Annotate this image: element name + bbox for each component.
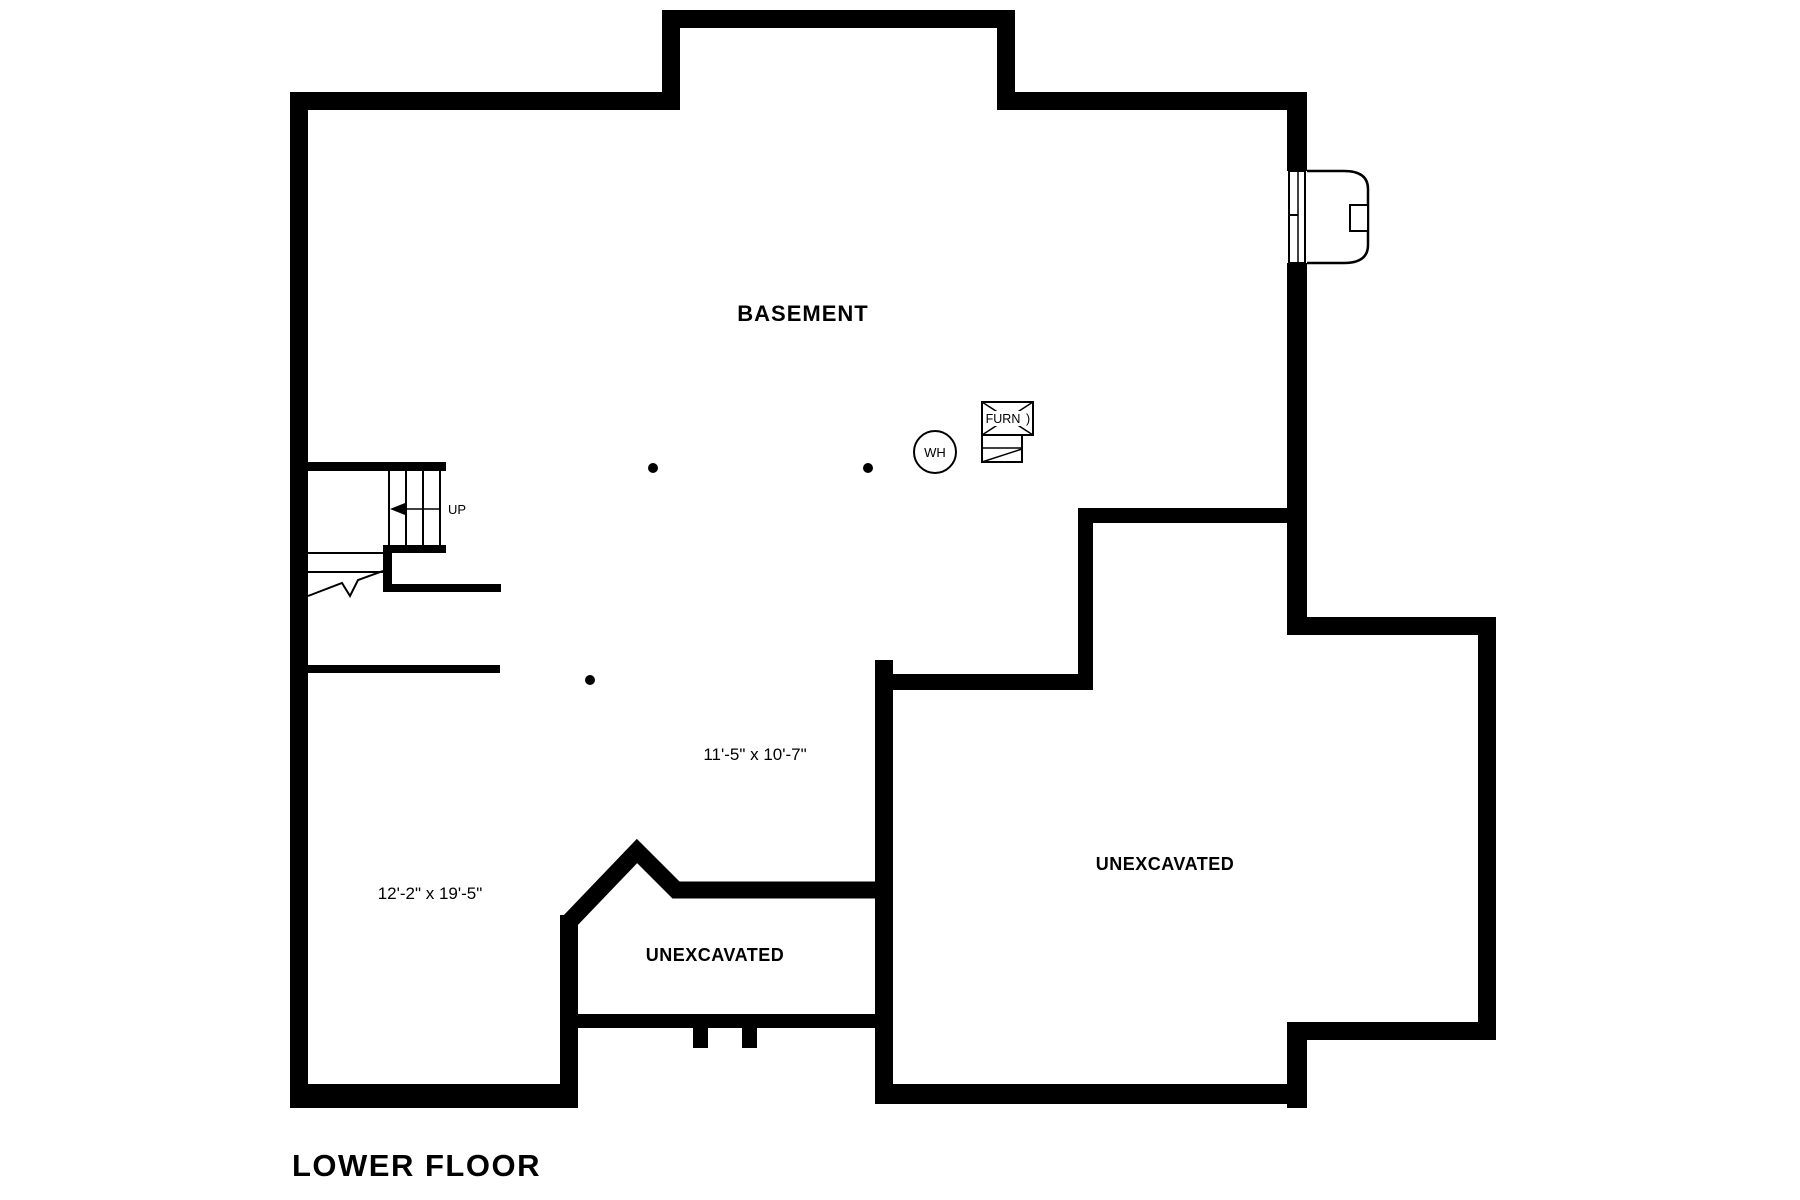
furnace-arc-glyph: ) [1026, 412, 1030, 426]
unexcavated-center-label: UNEXCAVATED [646, 945, 785, 965]
wall-middle-vertical [875, 660, 893, 1100]
stairs-up-label: UP [448, 502, 466, 517]
wall-left-exterior [290, 92, 308, 1108]
wall-extension-top [1287, 617, 1496, 635]
wall-projection-right [997, 10, 1015, 110]
wall-right-upper [1287, 92, 1307, 171]
wall-se-step-horizontal [1078, 508, 1307, 523]
up-arrow-head [390, 503, 405, 515]
column-post-1 [648, 463, 658, 473]
wall-stairs-top [308, 462, 446, 471]
basement-area-dimension: 11'-5" x 10'-7" [703, 745, 806, 764]
wall-stairs-bottom [383, 545, 446, 553]
wall-understair-vertical [383, 545, 392, 592]
basement-label: BASEMENT [737, 301, 868, 326]
wall-extension-right [1478, 617, 1496, 1040]
furnace-coil-diagonal [981, 448, 1023, 463]
wall-understair-horizontal [392, 584, 501, 592]
furnace-label: FURN [986, 412, 1021, 426]
window-frame [1288, 170, 1306, 264]
fireplace-bump-out [1307, 169, 1370, 265]
wall-center-pocket-bottom [578, 1014, 893, 1028]
furnace-icon: FURN ) [981, 401, 1034, 463]
column-post-3 [585, 675, 595, 685]
break-line-zigzag [307, 570, 384, 599]
water-heater-circle [913, 430, 957, 474]
fireplace-notch [1349, 204, 1369, 232]
wall-top-left [290, 92, 680, 110]
floor-title: LOWER FLOOR [292, 1148, 541, 1183]
wall-projection-top [662, 10, 1015, 28]
window-icon [1288, 170, 1306, 264]
column-posts [585, 463, 873, 685]
wall-projection-left [662, 10, 680, 110]
furnace-label-bg [985, 411, 1028, 426]
wall-bottom-right [875, 1084, 1307, 1104]
wall-center-pocket-left [560, 915, 578, 1108]
wall-extension-bottom [1287, 1022, 1496, 1040]
footing-stub-2 [742, 1028, 757, 1048]
wall-bottom-left [290, 1084, 578, 1108]
column-post-2 [863, 463, 873, 473]
wall-se-lower-horizontal [877, 674, 1093, 690]
lower-room-dimension: 12'-2" x 19'-5" [378, 884, 483, 903]
wall-chevron [562, 838, 877, 928]
water-heater-icon: WH [913, 430, 957, 474]
stairs: UP [307, 471, 466, 599]
unexcavated-right-label: UNEXCAVATED [1096, 854, 1235, 874]
water-heater-label: WH [924, 445, 946, 460]
wall-se-step-vertical [1078, 508, 1093, 688]
wall-right-mid [1287, 263, 1307, 635]
wall-top-right [997, 92, 1307, 110]
footing-stub-1 [693, 1028, 708, 1048]
wall-room-divider [308, 665, 500, 673]
walls [290, 10, 1496, 1108]
